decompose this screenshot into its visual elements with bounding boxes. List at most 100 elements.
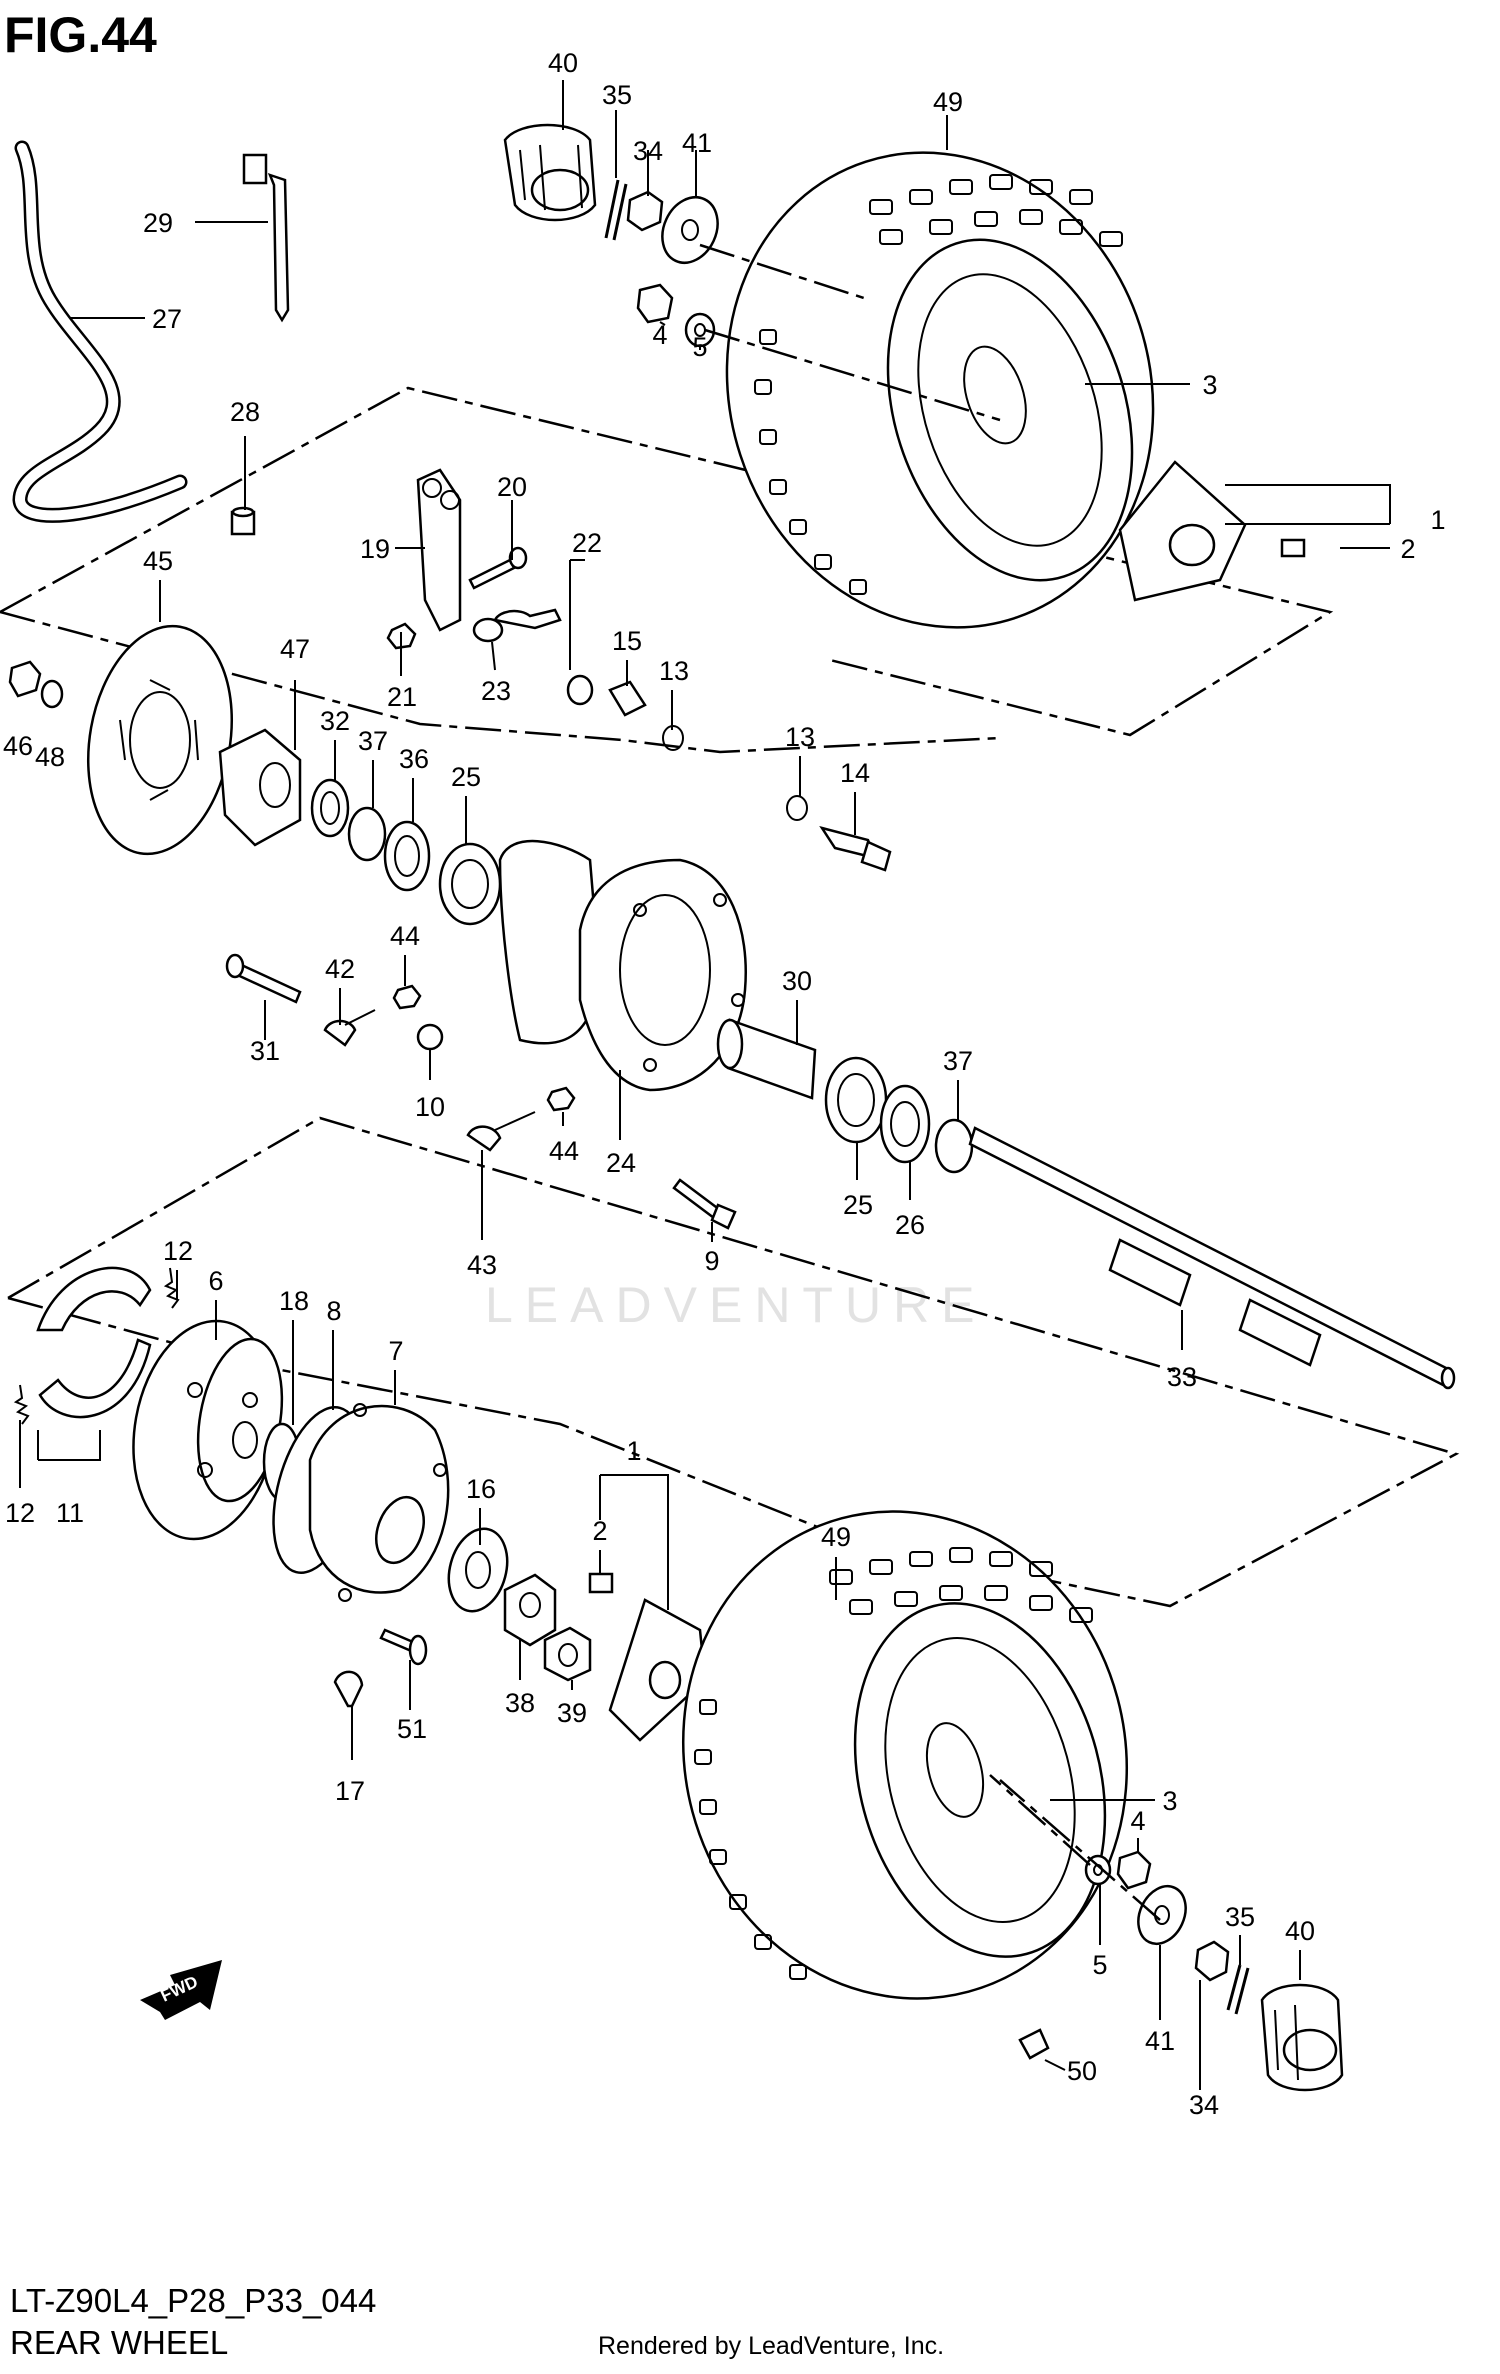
rendered-by-credit: Rendered by LeadVenture, Inc. — [598, 2332, 945, 2360]
bolt-20 — [468, 546, 528, 590]
bearing-25-upper — [438, 842, 502, 926]
callout-24: 24 — [606, 1148, 636, 1178]
callout-35: 35 — [1225, 1902, 1255, 1932]
callout-25: 25 — [843, 1190, 873, 1220]
oil-seal-26 — [879, 1084, 931, 1164]
callout-42: 42 — [325, 954, 355, 984]
callout-26: 26 — [895, 1210, 925, 1240]
cam-lever-22 — [493, 608, 562, 630]
bracket-43 — [466, 1111, 536, 1152]
callout-7: 7 — [388, 1336, 403, 1366]
washer-16 — [447, 1527, 509, 1613]
cotter-pin-35-upper — [604, 179, 628, 241]
callout-11: 11 — [56, 1498, 84, 1528]
bolt-2-upper — [1280, 538, 1306, 558]
seal-32 — [310, 778, 350, 838]
bolt-31 — [225, 953, 302, 1004]
callout-41: 41 — [682, 128, 712, 158]
callout-1: 1 — [626, 1436, 641, 1466]
castle-nut-34-lower — [1194, 1940, 1230, 1982]
callout-37: 37 — [943, 1046, 973, 1076]
callout-51: 51 — [397, 1714, 427, 1744]
callout-15: 15 — [612, 626, 642, 656]
callout-13: 13 — [659, 656, 689, 686]
bolt-9 — [672, 1178, 737, 1230]
callout-50: 50 — [1067, 2056, 1097, 2086]
nut-44-lower — [546, 1086, 576, 1112]
callout-41: 41 — [1145, 2026, 1175, 2056]
cotter-pin-35-lower — [1226, 1964, 1250, 2015]
callout-48: 48 — [35, 742, 65, 772]
hub-cap-40-upper — [503, 123, 597, 222]
diagram-subtitle: REAR WHEEL — [10, 2324, 229, 2361]
callout-25: 25 — [451, 762, 481, 792]
brake-panel-7 — [308, 1403, 450, 1602]
washer-41-upper — [661, 196, 719, 264]
sprocket-hub-47 — [218, 728, 302, 847]
sensor-14 — [819, 825, 892, 872]
callout-3: 3 — [1162, 1786, 1177, 1816]
callout-17: 17 — [335, 1776, 365, 1806]
callout-33: 33 — [1167, 1362, 1197, 1392]
callout-10: 10 — [415, 1092, 445, 1122]
callout-12: 12 — [163, 1236, 193, 1266]
wheel-nut-4-upper — [636, 283, 674, 324]
brake-arm-19 — [416, 468, 462, 632]
rear-axle-33 — [968, 1126, 1456, 1390]
callout-13: 13 — [785, 722, 815, 752]
callout-31: 31 — [250, 1036, 280, 1066]
callout-1: 1 — [1430, 505, 1445, 535]
nut-44-upper — [392, 984, 422, 1010]
callout-49: 49 — [933, 87, 963, 117]
callout-40: 40 — [548, 48, 578, 78]
callout-30: 30 — [782, 966, 812, 996]
brake-shoe-11 — [36, 1266, 152, 1419]
joint-pin-28 — [230, 506, 256, 536]
callout-8: 8 — [326, 1296, 341, 1326]
spring-12-lower — [13, 1384, 30, 1425]
sprocket-45 — [86, 624, 234, 856]
callout-39: 39 — [557, 1698, 587, 1728]
callout-9: 9 — [704, 1246, 719, 1276]
callout-14: 14 — [840, 758, 870, 788]
callout-20: 20 — [497, 472, 527, 502]
washer-23 — [472, 617, 504, 643]
callout-34: 34 — [633, 136, 663, 166]
wheel-hub-1-upper — [1118, 460, 1247, 602]
tire-lower — [681, 1510, 1129, 2000]
callout-37: 37 — [358, 726, 388, 756]
callout-2: 2 — [1400, 534, 1415, 564]
hub-cap-40-lower — [1260, 1983, 1344, 2092]
callout-40: 40 — [1285, 1916, 1315, 1946]
callout-3: 3 — [1202, 370, 1217, 400]
brake-hose-bracket-42 — [323, 1009, 376, 1047]
lock-nut-39 — [543, 1626, 592, 1682]
bearing-25-lower — [824, 1056, 888, 1144]
assembly-outline-lower — [7, 1116, 1460, 1608]
wheel-hub-1-lower — [608, 1598, 707, 1742]
o-ring-13-lower — [786, 795, 808, 821]
callout-47: 47 — [280, 634, 310, 664]
oil-seal-36 — [383, 820, 431, 892]
callout-16: 16 — [466, 1474, 496, 1504]
nut-46 — [8, 660, 42, 698]
callout-43: 43 — [467, 1250, 497, 1280]
callout-labels: 40 35 34 41 49 29 27 4 5 3 28 1 2 20 19 … — [3, 48, 1446, 2120]
callout-49: 49 — [821, 1522, 851, 1552]
callout-2: 2 — [592, 1516, 607, 1546]
spacer-37-lower — [934, 1118, 974, 1174]
bolt-2-lower — [588, 1572, 614, 1594]
callout-22: 22 — [572, 528, 602, 558]
callout-21: 21 — [387, 682, 417, 712]
callout-27: 27 — [152, 304, 182, 334]
tire-upper — [725, 151, 1155, 629]
brake-hose — [12, 140, 188, 523]
washer-41-lower — [1137, 1885, 1187, 1945]
callout-4: 4 — [652, 320, 667, 350]
callout-36: 36 — [399, 744, 429, 774]
callout-34: 34 — [1189, 2090, 1219, 2120]
callout-5: 5 — [692, 332, 707, 362]
screw-51 — [379, 1628, 428, 1666]
callout-18: 18 — [279, 1286, 309, 1316]
